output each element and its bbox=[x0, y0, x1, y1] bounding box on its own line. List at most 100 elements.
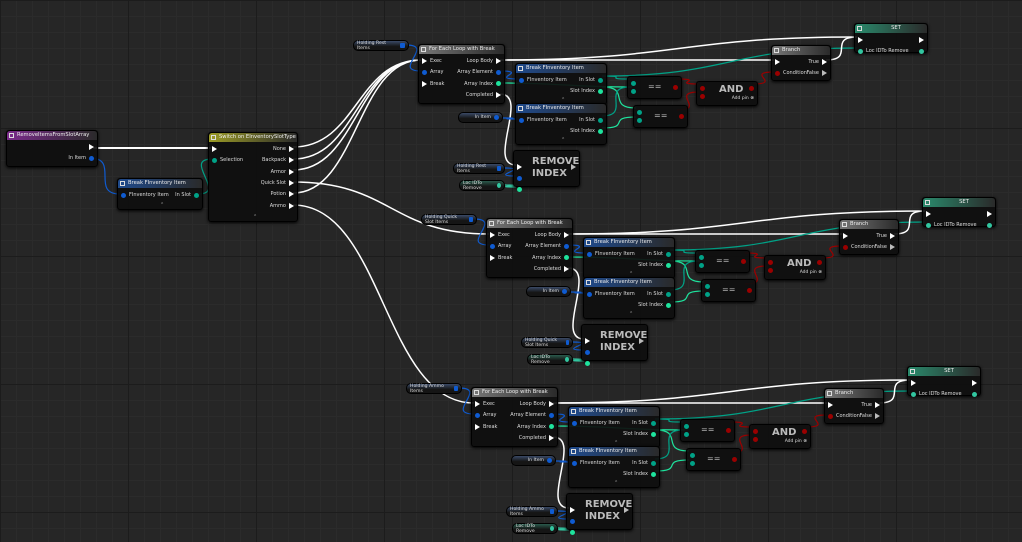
output-pin[interactable]: False bbox=[806, 69, 827, 77]
data-pin-icon[interactable] bbox=[549, 412, 554, 418]
exec-pin-icon[interactable] bbox=[490, 254, 495, 261]
input-pin[interactable]: Condition bbox=[843, 243, 875, 251]
input-pin[interactable]: Loc IDTo Remove bbox=[858, 47, 909, 55]
input-pin[interactable] bbox=[828, 401, 833, 409]
variable-pin-icon[interactable] bbox=[453, 386, 458, 391]
variable-getter[interactable]: In Item bbox=[511, 455, 556, 466]
input-pin[interactable]: Array bbox=[422, 68, 443, 76]
input-pin[interactable]: Exec bbox=[422, 57, 442, 65]
exec-pin-icon[interactable] bbox=[972, 380, 977, 386]
output-pin[interactable]: Array Element bbox=[457, 68, 501, 76]
input-pin[interactable] bbox=[570, 517, 575, 525]
output-pin[interactable]: False bbox=[874, 243, 895, 251]
break-item-node-header[interactable]: Break FInventory Item bbox=[516, 104, 606, 113]
output-pin[interactable]: In Slot bbox=[647, 250, 671, 258]
data-pin-icon[interactable] bbox=[598, 88, 603, 94]
exec-pin-icon[interactable] bbox=[890, 233, 895, 239]
variable-pin-icon[interactable] bbox=[497, 183, 501, 188]
exec-pin-icon[interactable] bbox=[639, 338, 644, 344]
output-pin[interactable] bbox=[679, 112, 684, 120]
output-pin[interactable] bbox=[802, 427, 807, 435]
input-pin[interactable] bbox=[690, 459, 695, 467]
exec-pin-icon[interactable] bbox=[475, 423, 480, 430]
exec-pin-icon[interactable] bbox=[289, 179, 294, 186]
output-pin[interactable]: Slot Index bbox=[570, 127, 603, 135]
variable-getter[interactable]: Holding Rest Items bbox=[353, 40, 409, 51]
data-pin-icon[interactable] bbox=[651, 431, 656, 437]
data-pin-icon[interactable] bbox=[919, 48, 924, 54]
input-pin[interactable] bbox=[517, 186, 522, 194]
output-pin[interactable]: Array Element bbox=[510, 411, 554, 419]
data-pin-icon[interactable] bbox=[89, 155, 94, 161]
set-node[interactable]: SET Loc IDTo Remove bbox=[854, 23, 928, 55]
input-pin[interactable] bbox=[212, 145, 217, 153]
add-pin-button[interactable]: Add pin ⊗ bbox=[731, 96, 754, 101]
input-pin[interactable] bbox=[843, 232, 848, 240]
input-pin[interactable] bbox=[753, 435, 758, 443]
data-pin-icon[interactable] bbox=[194, 192, 199, 198]
output-pin[interactable]: In Slot bbox=[632, 459, 656, 467]
input-pin[interactable] bbox=[705, 290, 710, 298]
output-pin[interactable]: None bbox=[273, 145, 294, 153]
data-pin-icon[interactable] bbox=[564, 243, 569, 249]
output-pin[interactable] bbox=[673, 83, 678, 91]
input-pin[interactable] bbox=[690, 451, 695, 459]
input-pin[interactable]: Break bbox=[475, 423, 497, 431]
data-pin-icon[interactable] bbox=[651, 460, 656, 466]
variable-pin-icon[interactable] bbox=[469, 217, 473, 222]
variable-pin-icon[interactable] bbox=[496, 166, 501, 171]
output-pin[interactable]: False bbox=[859, 412, 880, 420]
output-pin[interactable] bbox=[571, 163, 576, 171]
input-pin[interactable]: FInventory Item bbox=[587, 250, 635, 258]
exec-pin-icon[interactable] bbox=[490, 232, 495, 238]
exec-pin-icon[interactable] bbox=[564, 232, 569, 238]
variable-pin-icon[interactable] bbox=[562, 289, 567, 294]
input-pin[interactable]: FInventory Item bbox=[121, 191, 169, 199]
variable-getter[interactable]: In Item bbox=[526, 286, 571, 297]
output-pin[interactable]: True bbox=[861, 401, 880, 409]
break-item-node-header[interactable]: Break FInventory Item bbox=[516, 64, 606, 73]
input-pin[interactable] bbox=[911, 379, 916, 387]
variable-getter[interactable]: Holding Quick Slot Items bbox=[521, 337, 573, 348]
data-pin-icon[interactable] bbox=[741, 258, 746, 264]
add-pin-button[interactable]: Add pin ⊗ bbox=[799, 270, 822, 275]
exec-pin-icon[interactable] bbox=[289, 168, 294, 175]
branch-node-header[interactable]: Branch bbox=[840, 220, 898, 229]
output-pin[interactable]: Quick Slot bbox=[261, 179, 294, 187]
input-pin[interactable] bbox=[585, 337, 590, 345]
branch-node-header[interactable]: Branch bbox=[772, 46, 830, 55]
exec-pin-icon[interactable] bbox=[843, 233, 848, 239]
output-pin[interactable] bbox=[817, 258, 822, 266]
variable-getter[interactable]: In Item bbox=[458, 112, 503, 123]
set-node-header[interactable]: SET bbox=[855, 24, 927, 33]
data-pin-icon[interactable] bbox=[699, 254, 704, 260]
data-pin-icon[interactable] bbox=[690, 452, 695, 458]
expand-chevron-icon[interactable]: ⌃ bbox=[561, 97, 566, 103]
data-pin-icon[interactable] bbox=[519, 77, 524, 83]
equals-node[interactable]: == bbox=[633, 105, 688, 128]
data-pin-icon[interactable] bbox=[768, 259, 773, 265]
input-pin[interactable] bbox=[768, 258, 773, 266]
exec-pin-icon[interactable] bbox=[89, 144, 94, 150]
output-pin[interactable]: In Slot bbox=[579, 76, 603, 84]
input-pin[interactable] bbox=[684, 422, 689, 430]
output-pin[interactable]: Ammo bbox=[270, 202, 294, 210]
variable-getter[interactable]: Holding Rest Items bbox=[453, 163, 505, 174]
expand-chevron-icon[interactable]: ⌃ bbox=[253, 214, 258, 220]
variable-pin-icon[interactable] bbox=[400, 43, 405, 48]
break-item-node-header[interactable]: Break FInventory Item bbox=[584, 278, 674, 287]
input-pin[interactable] bbox=[699, 261, 704, 269]
set-node-header[interactable]: SET bbox=[923, 198, 995, 207]
exec-pin-icon[interactable] bbox=[911, 380, 916, 386]
variable-pin-icon[interactable] bbox=[550, 509, 554, 514]
input-pin[interactable]: FInventory Item bbox=[572, 419, 620, 427]
input-pin[interactable]: Exec bbox=[475, 400, 495, 408]
expand-chevron-icon[interactable]: ⌃ bbox=[561, 137, 566, 143]
data-pin-icon[interactable] bbox=[585, 349, 590, 355]
